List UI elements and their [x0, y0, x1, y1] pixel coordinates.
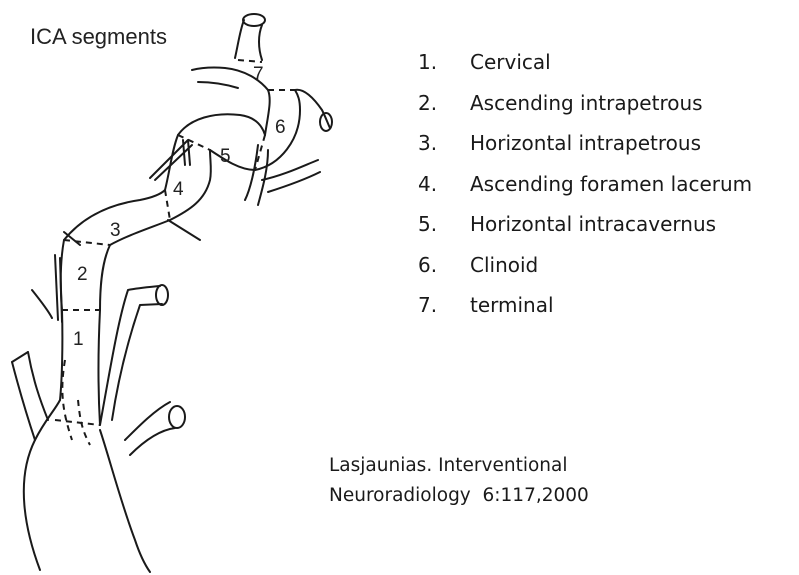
legend-item: 4.Ascending foramen lacerum: [418, 172, 752, 213]
legend-label: terminal: [470, 293, 554, 317]
mca-branch-end: [320, 113, 332, 131]
legend-label: Clinoid: [470, 253, 538, 277]
side-branch-lower-end: [169, 406, 185, 428]
legend-item: 5.Horizontal intracavernus: [418, 212, 752, 253]
legend-number: 3.: [418, 131, 470, 155]
legend-label: Ascending intrapetrous: [470, 91, 703, 115]
ica-segments-diagram: ICA segments: [0, 0, 360, 575]
division-7-top: [238, 60, 262, 62]
legend-item: 3.Horizontal intrapetrous: [418, 131, 752, 172]
legend-label: Ascending foramen lacerum: [470, 172, 752, 196]
segment-label-5: 5: [220, 146, 231, 167]
legend-item: 6.Clinoid: [418, 253, 752, 294]
thin-vessel-left: [32, 255, 62, 322]
segment-label-4: 4: [173, 179, 184, 200]
common-division: [55, 420, 100, 425]
segment-label-3: 3: [110, 220, 121, 241]
ica-segment-1-outline: [60, 310, 100, 425]
legend-number: 1.: [418, 50, 470, 74]
external-carotid-outline: [100, 286, 162, 425]
division-3-4: [165, 190, 170, 220]
segment-label-7: 7: [253, 64, 264, 85]
legend-label: Horizontal intrapetrous: [470, 131, 701, 155]
side-branch-lower: [125, 402, 175, 455]
segment-label-6: 6: [275, 117, 286, 138]
internal-dashed-lines: [62, 360, 90, 445]
legend-item: 2.Ascending intrapetrous: [418, 91, 752, 132]
division-2-3: [64, 240, 110, 245]
citation-line-1: Lasjaunias. Interventional: [329, 451, 589, 481]
segment-label-1: 1: [73, 329, 84, 350]
petrous-branch: [64, 220, 200, 245]
figure-title: ICA segments: [30, 24, 167, 49]
legend-number: 7.: [418, 293, 470, 317]
legend-number: 2.: [418, 91, 470, 115]
segment-label-2: 2: [77, 264, 88, 285]
legend-number: 4.: [418, 172, 470, 196]
side-branch-left-end: [12, 352, 28, 362]
legend-label: Cervical: [470, 50, 551, 74]
common-carotid-outline: [24, 400, 150, 572]
legend-label: Horizontal intracavernus: [470, 212, 716, 236]
legend-number: 5.: [418, 212, 470, 236]
legend-item: 7.terminal: [418, 293, 752, 334]
legend-number: 6.: [418, 253, 470, 277]
terminal-branch-end: [243, 14, 265, 26]
citation-line-2: Neuroradiology 6:117,2000: [329, 481, 589, 511]
legend-item: 1.Cervical: [418, 50, 752, 91]
external-carotid-end: [156, 285, 168, 305]
segment-legend: 1.Cervical 2.Ascending intrapetrous 3.Ho…: [418, 50, 752, 334]
citation: Lasjaunias. Interventional Neuroradiolog…: [329, 451, 589, 511]
